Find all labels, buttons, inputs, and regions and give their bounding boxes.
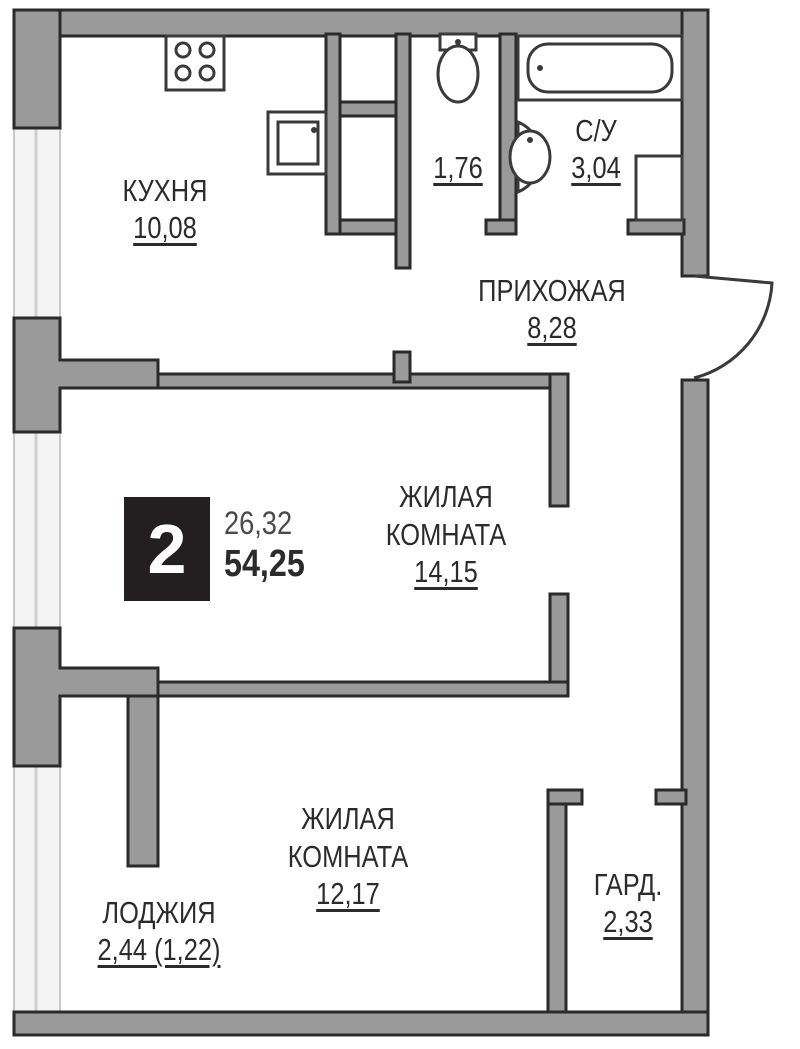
wall-wardrobe-stub-l bbox=[546, 788, 584, 806]
living2-name-line2: КОМНАТА bbox=[287, 839, 409, 874]
hallway-area: 8,28 bbox=[527, 310, 577, 345]
wall-wc-right bbox=[498, 32, 518, 236]
wardrobe-label: ГАРД. 2,33 bbox=[570, 866, 686, 940]
living1-name-line2: КОМНАТА bbox=[385, 517, 507, 552]
wall-right-upper bbox=[680, 8, 710, 278]
bathtub-icon bbox=[516, 34, 684, 102]
living2-name-line1: ЖИЛАЯ bbox=[301, 801, 395, 836]
entrance-door bbox=[693, 274, 774, 380]
wall-left-top bbox=[12, 8, 62, 130]
living2-area: 12,17 bbox=[316, 876, 380, 911]
wall-loggia bbox=[126, 694, 160, 868]
bathroom-name: С/У bbox=[575, 113, 617, 148]
washer-icon bbox=[634, 154, 684, 222]
wall-top bbox=[12, 8, 710, 38]
kitchen-label: КУХНЯ 10,08 bbox=[100, 172, 230, 246]
loggia-name: ЛОДЖИЯ bbox=[102, 895, 216, 930]
wall-kitchen-right bbox=[324, 32, 342, 236]
wall-bath-stub bbox=[626, 218, 686, 236]
rooms-count-badge: 2 bbox=[124, 497, 210, 601]
bathroom-area: 3,04 bbox=[571, 150, 621, 185]
wall-shaft bbox=[338, 100, 398, 118]
kitchen-area: 10,08 bbox=[133, 210, 197, 245]
kitchen-name: КУХНЯ bbox=[122, 173, 208, 208]
kitchen-sink-icon bbox=[266, 110, 328, 176]
living-area-total: 26,32 bbox=[224, 505, 293, 541]
wardrobe-area: 2,33 bbox=[603, 904, 653, 939]
apartment-totals: 26,32 54,25 bbox=[224, 503, 305, 585]
toilet-icon bbox=[436, 32, 480, 104]
wc-area: 1,76 bbox=[433, 150, 483, 185]
wall-living1-right-top bbox=[548, 372, 570, 508]
wall-right-lower bbox=[680, 378, 710, 1037]
total-area: 54,25 bbox=[224, 543, 305, 585]
wardrobe-name: ГАРД. bbox=[593, 867, 663, 902]
bathroom-label: С/У 3,04 bbox=[548, 112, 644, 186]
wc-label: 1,76 bbox=[418, 150, 498, 186]
bathroom-sink-icon bbox=[508, 119, 552, 195]
wall-shaft-2 bbox=[338, 218, 398, 236]
loggia-area: 2,44 (1,22) bbox=[97, 932, 221, 967]
living1-label: ЖИЛАЯ КОМНАТА 14,15 bbox=[356, 478, 536, 590]
wall-kitchen-living bbox=[156, 372, 570, 390]
wall-wc-stub bbox=[484, 218, 518, 236]
living1-name-line1: ЖИЛАЯ bbox=[399, 479, 493, 514]
living2-label: ЖИЛАЯ КОМНАТА 12,17 bbox=[258, 800, 438, 912]
wall-wardrobe-stub-r bbox=[654, 788, 688, 806]
wall-living-living bbox=[156, 680, 570, 698]
loggia-label: ЛОДЖИЯ 2,44 (1,22) bbox=[64, 894, 254, 968]
hallway-label: ПРИХОЖАЯ 8,28 bbox=[452, 272, 652, 346]
living1-area: 14,15 bbox=[414, 554, 478, 589]
wall-stub-center bbox=[392, 350, 412, 384]
hallway-name: ПРИХОЖАЯ bbox=[478, 273, 626, 308]
wall-pier-1 bbox=[12, 316, 160, 434]
wall-wardrobe-left bbox=[546, 788, 568, 1014]
wall-wc-left bbox=[394, 32, 412, 270]
wall-bottom bbox=[12, 1010, 710, 1037]
stove-icon bbox=[164, 34, 226, 92]
